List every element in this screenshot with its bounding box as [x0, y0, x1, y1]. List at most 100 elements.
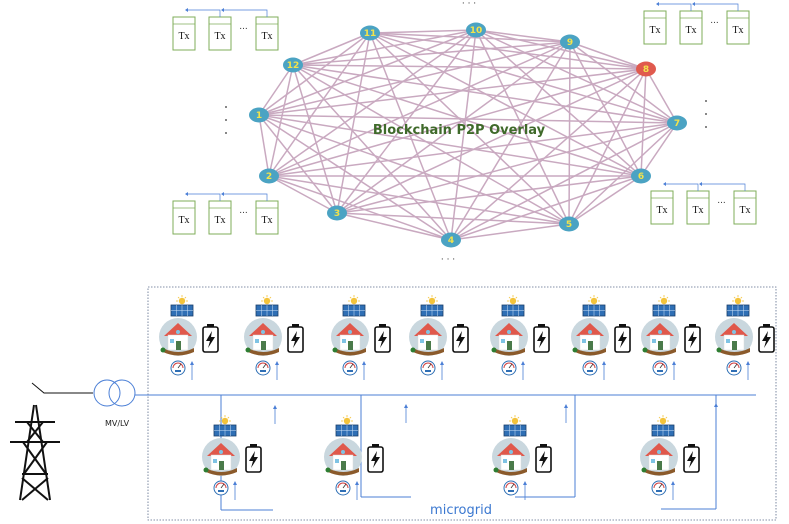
tx-chain-bottom-right: Tx Tx Tx...	[650, 182, 757, 225]
tx-label: Tx	[739, 205, 750, 216]
p2p-node-12: 12	[283, 57, 303, 73]
mesh-edge	[369, 32, 647, 70]
mesh-edge	[569, 41, 642, 177]
mesh-edge	[569, 41, 647, 70]
tx-label: Tx	[656, 205, 667, 216]
prosumer-house	[714, 294, 775, 380]
tx-label: Tx	[178, 31, 189, 42]
tx-ellipsis: ...	[239, 22, 248, 32]
tx-block	[172, 200, 196, 235]
mesh-edge	[258, 114, 452, 241]
mesh-edge	[268, 175, 570, 225]
microgrid-area: MV/LV microgrid	[10, 286, 777, 521]
mesh-edge	[568, 175, 642, 225]
prosumer-house	[408, 294, 469, 380]
mesh-edge	[268, 175, 338, 214]
mesh-edge	[450, 41, 571, 241]
mesh-edges	[258, 29, 678, 241]
p2p-node-label: 1	[256, 111, 262, 121]
mesh-edge	[258, 32, 371, 116]
p2p-node-4: 4	[441, 232, 461, 248]
p2p-node-3: 3	[327, 205, 347, 221]
mesh-edge	[292, 64, 642, 177]
p2p-node-label: 2	[266, 172, 272, 182]
p2p-node-label: 7	[674, 119, 680, 129]
mesh-edge	[336, 212, 452, 241]
p2p-node-label: 4	[448, 236, 454, 246]
mesh-edge	[450, 68, 647, 241]
prosumer-house	[640, 294, 701, 380]
tx-label: Tx	[261, 215, 272, 226]
transformer-icon	[93, 379, 136, 407]
tx-ellipsis: ...	[717, 196, 726, 206]
mesh-edge	[258, 41, 571, 116]
mesh-edge	[450, 223, 570, 241]
p2p-node-10: 10	[466, 22, 486, 38]
transformer-label: MV/LV	[105, 419, 130, 428]
mesh-edge	[450, 122, 678, 241]
p2p-node-9: 9	[560, 34, 580, 50]
p2p-node-label: 11	[364, 29, 377, 39]
p2p-node-label: 10	[470, 26, 483, 36]
tx-label: Tx	[178, 215, 189, 226]
transmission-tower-icon	[10, 404, 60, 501]
p2p-node-label: 8	[643, 65, 649, 75]
tx-label: Tx	[692, 205, 703, 216]
prosumer-house	[201, 414, 262, 500]
prosumer-house	[243, 294, 304, 380]
mesh-edge	[292, 41, 571, 66]
mesh-edge	[258, 114, 338, 214]
mesh-edge	[268, 32, 371, 177]
mv-line	[31, 382, 93, 394]
tx-label: Tx	[685, 25, 696, 36]
p2p-node-11: 11	[360, 25, 380, 41]
mesh-edge	[475, 29, 678, 124]
mesh-edge	[292, 29, 477, 66]
mesh-edge	[336, 41, 571, 214]
mesh-edge	[292, 64, 678, 124]
overlay-label: Blockchain P2P Overlay	[373, 123, 546, 138]
p2p-node-label: 12	[287, 61, 300, 71]
ellipsis-top: · · ·	[462, 0, 476, 9]
mesh-edge	[258, 29, 477, 116]
p2p-node-label: 5	[566, 220, 572, 230]
mesh-edge	[369, 32, 452, 241]
mesh-edge	[450, 29, 477, 241]
mesh-edge	[369, 32, 642, 177]
tx-label: Tx	[649, 25, 660, 36]
prosumer-house	[491, 414, 552, 500]
tx-block	[643, 10, 667, 45]
prosumer-house	[639, 414, 700, 500]
mesh-edge	[475, 29, 642, 177]
mesh-edge	[292, 64, 570, 225]
tx-label: Tx	[214, 31, 225, 42]
prosumer-house	[330, 294, 391, 380]
microgrid-label: microgrid	[430, 503, 492, 518]
mesh-edge	[268, 175, 452, 241]
tx-label: Tx	[732, 25, 743, 36]
prosumer-house	[489, 294, 550, 380]
mesh-edge	[475, 29, 647, 70]
mesh-edge	[268, 68, 647, 177]
microgrid-frame	[147, 286, 777, 521]
mesh-edge	[292, 64, 452, 241]
mesh-edge	[475, 29, 571, 43]
prosumer-house	[158, 294, 219, 380]
mesh-edge	[258, 114, 270, 177]
mesh-edge	[640, 122, 678, 177]
mesh-edge	[450, 175, 642, 241]
prosumer-house	[323, 414, 384, 500]
mesh-edge	[336, 32, 371, 214]
p2p-node-5: 5	[559, 216, 579, 232]
ellipsis-left	[225, 106, 227, 134]
p2p-node-7: 7	[667, 115, 687, 131]
distribution-lines	[135, 394, 756, 511]
tx-block	[172, 16, 196, 51]
ellipsis-bottom: · · ·	[441, 255, 455, 265]
